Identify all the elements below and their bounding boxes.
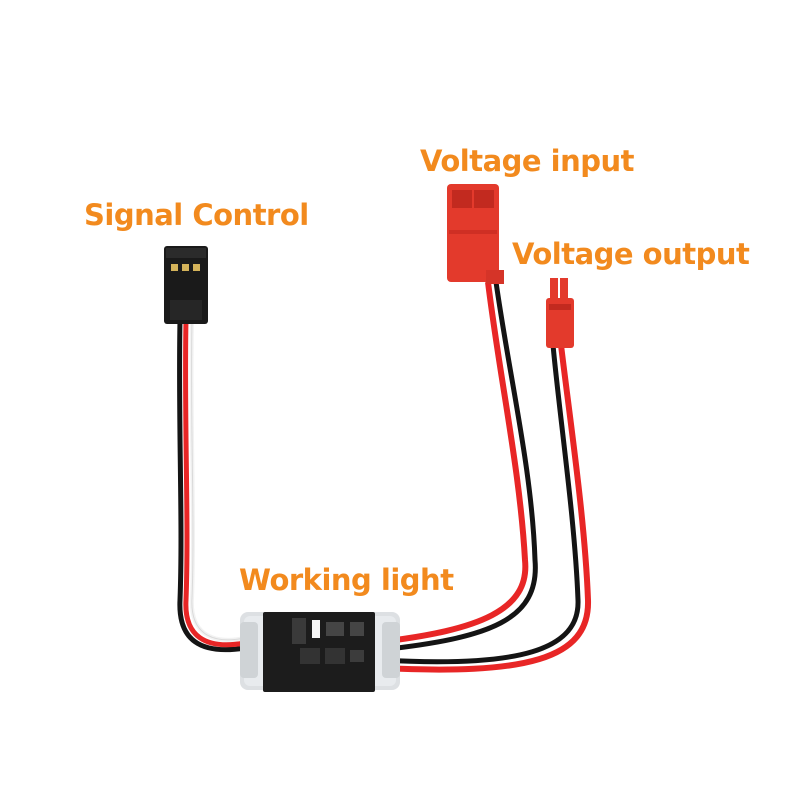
working-light-label: Working light <box>239 563 454 597</box>
voltage-input-wires <box>379 281 538 653</box>
voltage-output-wires <box>379 344 592 673</box>
signal-control-label: Signal Control <box>84 198 309 232</box>
switch-module <box>240 612 400 692</box>
voltage-output-connector <box>546 278 574 348</box>
voltage-input-connector <box>447 184 504 284</box>
working-light-led <box>312 620 320 638</box>
voltage-output-label: Voltage output <box>512 237 750 271</box>
voltage-input-label: Voltage input <box>420 144 635 178</box>
servo-signal-wires <box>177 319 246 653</box>
servo-plug <box>164 246 208 324</box>
